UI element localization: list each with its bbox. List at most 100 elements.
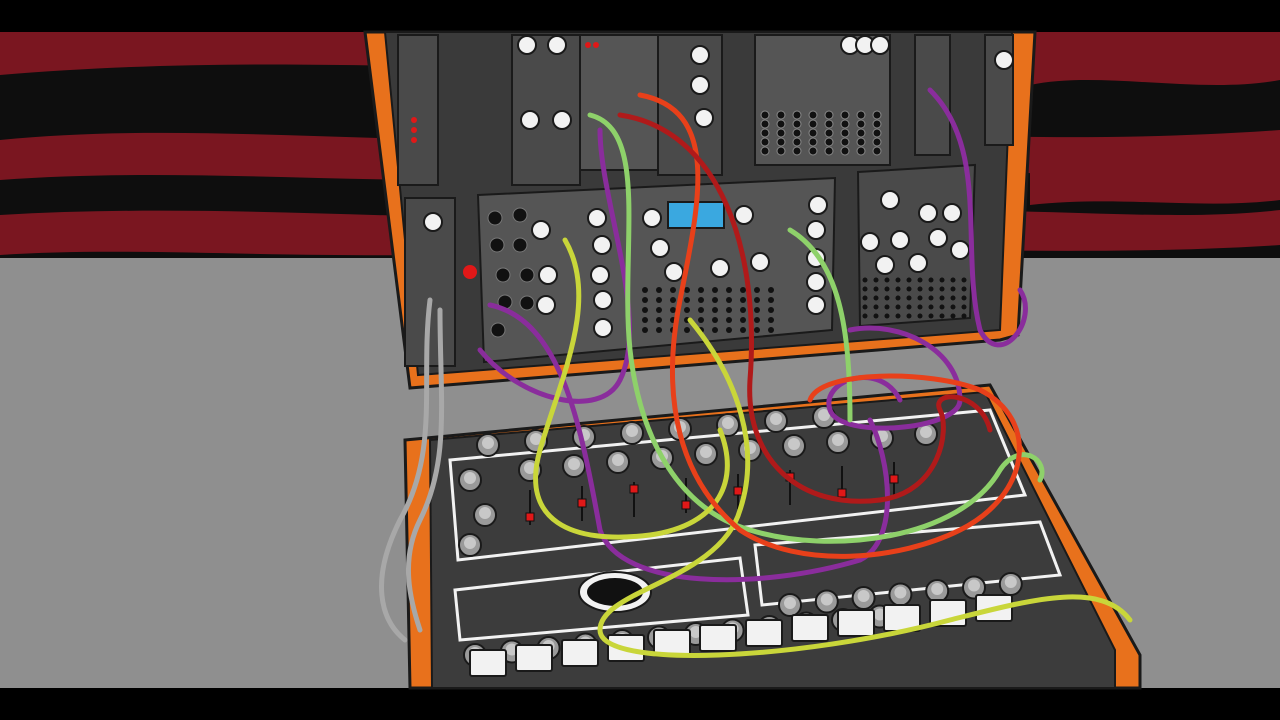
- patch-cable-darkred: [617, 112, 993, 504]
- rack-knob: [650, 238, 670, 258]
- rack-jack: [656, 317, 662, 323]
- patch-cable-red: [637, 92, 1022, 559]
- rack-jack: [862, 286, 868, 292]
- rack-jack: [642, 327, 648, 333]
- rack-knob-dark: [519, 295, 535, 311]
- sequencer-knob-cap: [832, 434, 844, 446]
- rack-jack: [856, 137, 866, 147]
- rack-jack: [712, 297, 718, 303]
- rack-jack: [768, 317, 774, 323]
- led: [411, 117, 417, 123]
- rack-jack: [862, 313, 868, 319]
- rack-jack: [642, 287, 648, 293]
- fader-handle: [733, 486, 743, 496]
- fader-handle: [837, 488, 847, 498]
- rack-jack: [754, 297, 760, 303]
- rack-jack: [906, 286, 912, 292]
- rack-jack: [740, 287, 746, 293]
- sequencer-knob-cap: [894, 586, 907, 599]
- sequencer-knob-cap: [820, 593, 833, 606]
- rack-jack: [895, 295, 901, 301]
- rack-jack: [873, 277, 879, 283]
- step-button: [469, 649, 507, 677]
- rack-controls: [411, 35, 1014, 338]
- letterbox-bottom: [0, 688, 1280, 720]
- rack-jack: [961, 295, 967, 301]
- rack-jack: [656, 307, 662, 313]
- sequencer-knob-cap: [505, 643, 518, 656]
- rack-knob: [642, 208, 662, 228]
- rack-jack: [873, 313, 879, 319]
- rack-jack: [906, 313, 912, 319]
- rack-jack: [824, 128, 834, 138]
- rack-knob: [880, 190, 900, 210]
- rack-jack: [856, 146, 866, 156]
- rack-jack: [939, 313, 945, 319]
- rack-knob: [806, 220, 826, 240]
- rack-knob: [750, 252, 770, 272]
- rack-jack: [768, 327, 774, 333]
- fader-handle: [577, 498, 587, 508]
- rack-jack: [884, 295, 890, 301]
- rack-jack: [768, 307, 774, 313]
- step-button: [699, 624, 737, 652]
- rack-jack: [760, 146, 770, 156]
- step-button: [561, 639, 599, 667]
- sequencer-knob-cap: [920, 426, 932, 438]
- sequencer-knob-cap: [1004, 576, 1017, 588]
- rack-jack: [939, 295, 945, 301]
- rack-jack: [950, 295, 956, 301]
- rack-knob: [593, 290, 613, 310]
- step-button: [791, 614, 829, 642]
- rack-jack: [906, 277, 912, 283]
- rack-jack: [768, 297, 774, 303]
- rack-jack: [684, 287, 690, 293]
- rack-jack: [776, 128, 786, 138]
- rack-jack: [906, 304, 912, 310]
- rack-jack: [928, 286, 934, 292]
- rack-knob-dark: [490, 322, 506, 338]
- sequencer-knob-cap: [788, 438, 800, 450]
- rack-knob: [423, 212, 443, 232]
- patch-cable-yellow: [533, 237, 730, 540]
- rack-jack: [872, 128, 882, 138]
- rack-knob: [517, 35, 537, 55]
- rack-knob: [950, 240, 970, 260]
- rack-jack: [726, 327, 732, 333]
- sequencer-knob-cap: [482, 437, 494, 449]
- rack-jack: [698, 287, 704, 293]
- rack-knob: [710, 258, 730, 278]
- sequencer-knob-cap: [612, 454, 624, 466]
- rack-jack: [808, 146, 818, 156]
- rack-knob: [547, 35, 567, 55]
- rack-jack: [712, 287, 718, 293]
- rack-jack: [670, 307, 676, 313]
- rack-jack: [950, 277, 956, 283]
- rack-jack: [754, 287, 760, 293]
- step-button: [837, 609, 875, 637]
- rack-jack: [656, 327, 662, 333]
- rack-jack: [862, 277, 868, 283]
- rack-jack: [928, 313, 934, 319]
- sequencer-knob-cap: [524, 462, 536, 474]
- rack-jack: [776, 110, 786, 120]
- sequencer-knob-cap: [770, 413, 782, 425]
- rack-jack: [656, 287, 662, 293]
- rack-jack: [906, 295, 912, 301]
- rack-jack: [740, 327, 746, 333]
- rack-jack: [840, 119, 850, 129]
- rack-jack: [684, 327, 690, 333]
- rack-jack: [740, 317, 746, 323]
- rack-jack: [740, 307, 746, 313]
- rack-knob: [593, 318, 613, 338]
- rack-jack: [670, 287, 676, 293]
- rack-knob-dark: [519, 267, 535, 283]
- rack-jack: [824, 119, 834, 129]
- rack-jack: [884, 286, 890, 292]
- patch-cables: [379, 87, 1133, 658]
- led: [593, 42, 599, 48]
- sequencer-knob-cap: [568, 458, 580, 470]
- rack-jack: [873, 295, 879, 301]
- rack-jack: [808, 137, 818, 147]
